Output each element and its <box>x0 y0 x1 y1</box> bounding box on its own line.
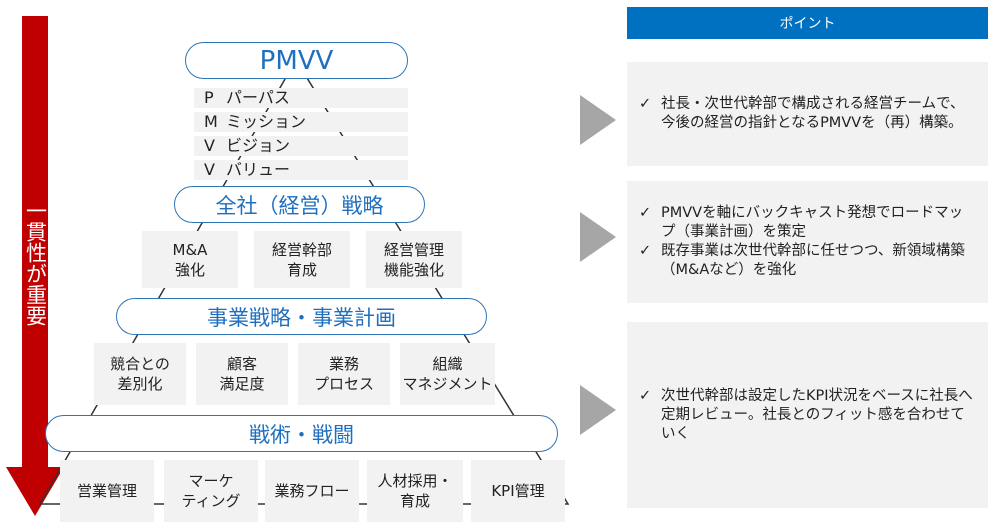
box-ma: M&A 強化 <box>142 231 238 288</box>
pmvv-row-mission: M ミッション <box>194 112 408 132</box>
box-organization-management: 組織 マネジメント <box>400 343 495 405</box>
box-differentiation: 競合との 差別化 <box>94 343 186 405</box>
corporate-strategy-title: 全社（経営）戦略 <box>174 186 425 223</box>
box-business-process: 業務 プロセス <box>298 343 390 405</box>
point-panel-3: ✓ 次世代幹部は設定したKPI状況をベースに社長へ定期レビュー。社長とのフィット… <box>627 322 988 508</box>
box-workflow: 業務フロー <box>265 460 359 522</box>
points-header: ポイント <box>627 7 988 39</box>
point-item: ✓ 社長・次世代幹部で構成される経営チームで、今後の経営の指針となるPMVVを（… <box>639 96 965 131</box>
point-item: ✓ 既存事業は次世代幹部に任せつつ、新領域構築（M&Aなど）を強化 <box>639 243 965 278</box>
box-kpi-management: KPI管理 <box>471 460 565 522</box>
check-icon: ✓ <box>639 243 652 259</box>
consistency-label: 一貫性が重要 <box>23 200 48 326</box>
consistency-arrow-head <box>6 467 64 516</box>
pmvv-row-value: V バリュー <box>194 160 408 180</box>
chevron-right-icon <box>580 212 616 262</box>
check-icon: ✓ <box>639 387 652 404</box>
point-item: ✓ 次世代幹部は設定したKPI状況をベースに社長へ定期レビュー。社長とのフィット… <box>639 387 973 442</box>
box-sales-management: 営業管理 <box>60 460 154 522</box>
check-icon: ✓ <box>639 205 652 221</box>
tactics-title: 戦術・戦闘 <box>45 415 558 452</box>
box-recruitment: 人材採用・ 育成 <box>367 460 463 522</box>
pmvv-title: PMVV <box>185 42 408 79</box>
box-executive-development: 経営幹部 育成 <box>254 231 350 288</box>
chevron-right-icon <box>580 95 616 145</box>
point-panel-2: ✓ PMVVを軸にバックキャスト発想でロードマップ（事業計画）を策定 ✓ 既存事… <box>627 181 988 303</box>
box-management-control: 経営管理 機能強化 <box>366 231 462 288</box>
box-customer-satisfaction: 顧客 満足度 <box>196 343 288 405</box>
business-strategy-title: 事業戦略・事業計画 <box>116 298 487 335</box>
pmvv-row-vision: V ビジョン <box>194 136 408 156</box>
pmvv-row-purpose: P パーパス <box>194 88 408 108</box>
check-icon: ✓ <box>639 96 652 112</box>
point-item: ✓ PMVVを軸にバックキャスト発想でロードマップ（事業計画）を策定 <box>639 205 964 240</box>
chevron-right-icon <box>580 385 616 435</box>
point-panel-1: ✓ 社長・次世代幹部で構成される経営チームで、今後の経営の指針となるPMVVを（… <box>627 62 988 166</box>
box-marketing: マーケ ティング <box>164 460 258 522</box>
